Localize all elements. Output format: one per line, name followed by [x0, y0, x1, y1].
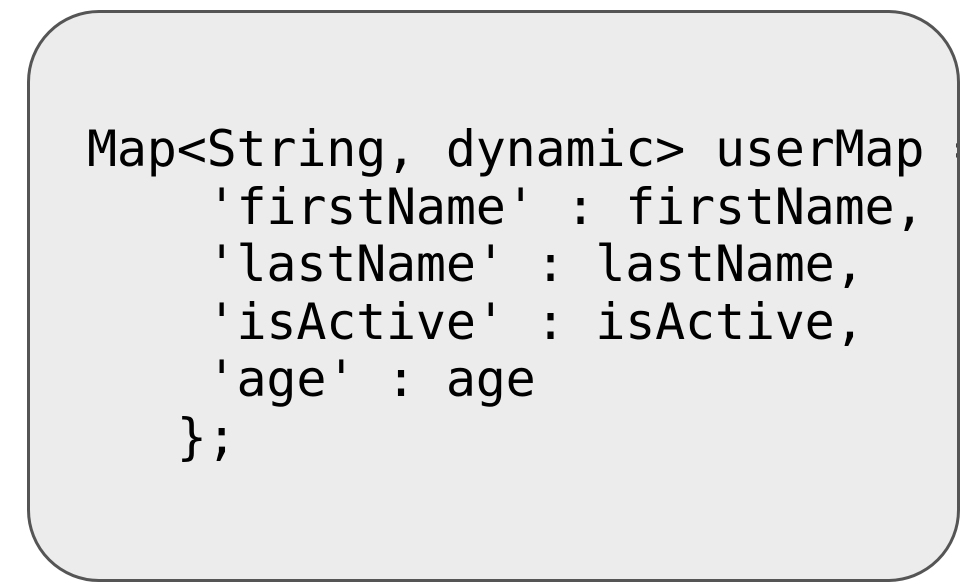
code-line-1: Map<String, dynamic> userMap = {: [87, 120, 960, 178]
code-block[interactable]: Map<String, dynamic> userMap = { 'firstN…: [87, 120, 960, 466]
code-snippet-card: Map<String, dynamic> userMap = { 'firstN…: [27, 10, 960, 582]
code-line-5: 'age' : age: [87, 350, 536, 408]
code-line-2: 'firstName' : firstName,: [87, 177, 925, 236]
code-content: Map<String, dynamic> userMap = { 'firstN…: [87, 120, 960, 466]
code-line-4: 'isActive' : isActive,: [87, 292, 865, 351]
code-line-3: 'lastName' : lastName,: [87, 235, 865, 293]
code-line-6: };: [87, 407, 237, 466]
